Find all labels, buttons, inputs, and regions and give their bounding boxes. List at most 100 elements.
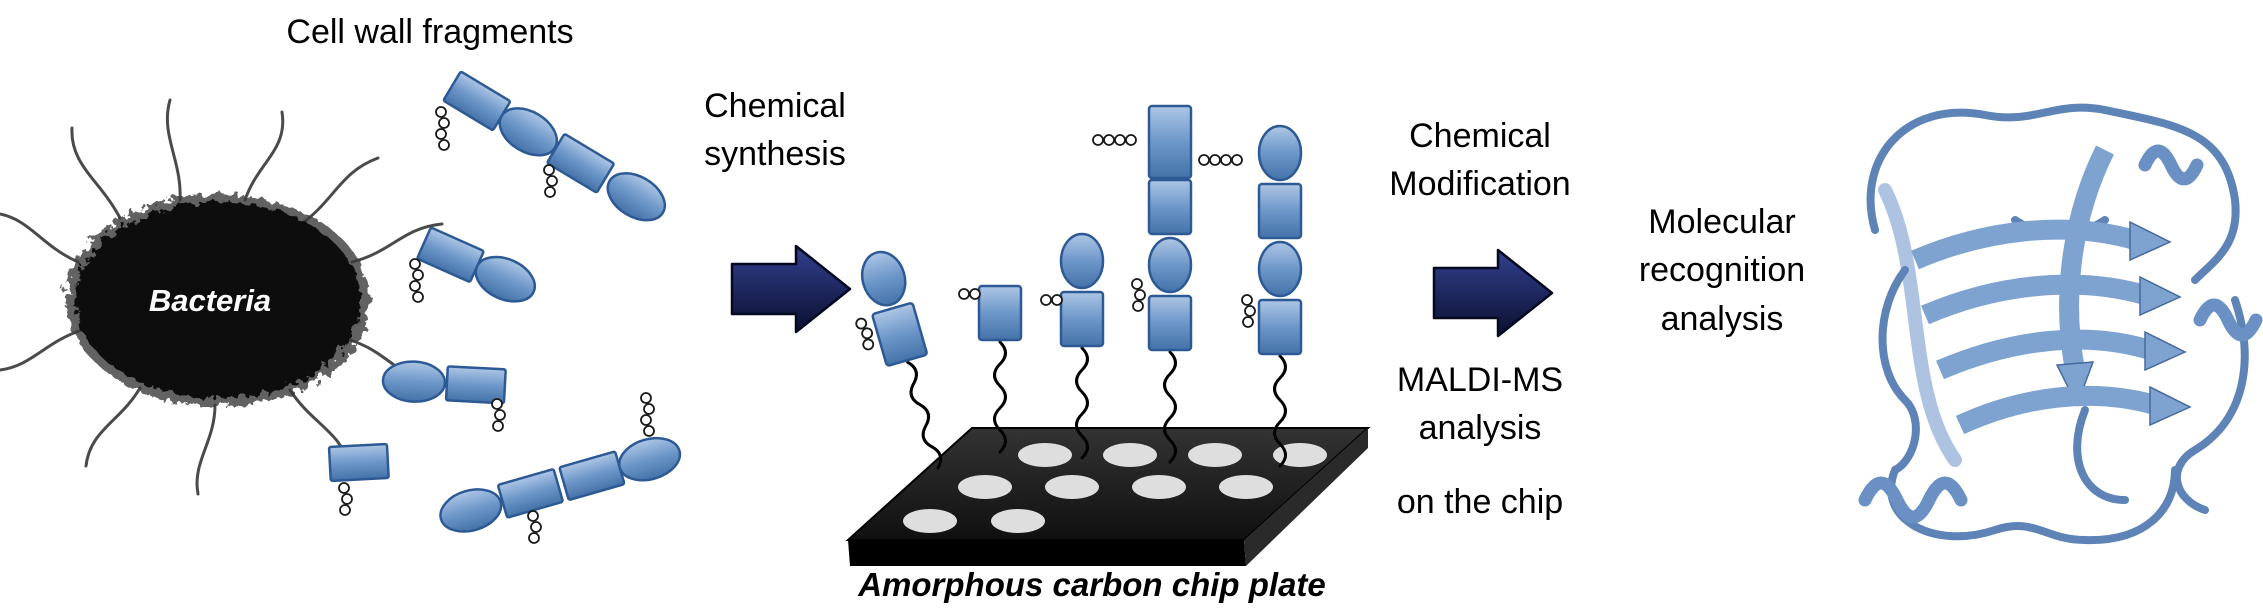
cell-wall-fragment: [442, 70, 667, 222]
flagellum: [0, 328, 84, 372]
chip-spot: [1103, 443, 1157, 467]
sugar-chain: [1092, 134, 1137, 146]
chip-spot: [1188, 443, 1242, 467]
chip-spot: [903, 509, 957, 533]
flagellum: [70, 126, 122, 220]
cell-wall-fragments-group: [327, 70, 682, 544]
sugar-unit-rect: [327, 442, 390, 483]
chip-spots: [903, 443, 1327, 533]
sugar-unit-rect: [1257, 182, 1303, 240]
sugar-unit-ellipse: [1147, 236, 1193, 294]
modification-arrow-icon: [1432, 248, 1554, 338]
flagellum: [350, 222, 444, 264]
alpha-helix: [2193, 298, 2263, 342]
bacteria-flagella: [0, 98, 444, 496]
sugar-unit-rect: [444, 365, 507, 405]
alpha-helix: [2138, 144, 2204, 186]
protein-loop: [2081, 466, 2179, 545]
immobilized-fragment-stack: [854, 245, 945, 472]
protein-loop: [1878, 183, 1962, 467]
on-the-chip-label: on the chip: [1396, 483, 1564, 521]
linker-squiggle: [900, 359, 945, 472]
chip-spot: [1045, 475, 1099, 499]
synthesis-arrow-icon: [730, 244, 852, 334]
sugar-chain: [1241, 294, 1256, 328]
molecular-recognition-label: Molecular recognition analysis: [1638, 203, 1806, 338]
sugar-unit-ellipse: [381, 360, 447, 403]
sugar-unit-rect: [977, 284, 1023, 342]
sugar-unit-rect: [497, 468, 564, 519]
cell-wall-fragment: [327, 442, 390, 483]
chip-plate-side: [1244, 428, 1368, 566]
chip-spot: [991, 509, 1045, 533]
protein-loop: [1866, 103, 2109, 234]
flagellum: [243, 110, 285, 202]
immobilized-fragment-stack: [1040, 232, 1105, 460]
protein-loop: [2173, 296, 2249, 514]
sugar-unit-rect: [546, 133, 615, 194]
sugar-unit-rect: [870, 301, 929, 368]
immobilized-fragment-stack: [1092, 104, 1193, 464]
sugar-chain: [338, 482, 353, 516]
cell-wall-fragment: [381, 360, 507, 405]
sugar-unit-ellipse: [439, 488, 503, 533]
beta-strand-arrowhead: [2139, 275, 2182, 317]
sugar-unit-ellipse: [854, 245, 913, 312]
sugar-unit-rect: [1059, 290, 1105, 348]
bacteria-body: [75, 202, 361, 398]
chip-spot: [958, 475, 1012, 499]
sugar-unit-rect: [1147, 178, 1193, 236]
sugar-unit-ellipse: [606, 172, 667, 222]
sugar-unit-ellipse: [474, 255, 537, 303]
chip-spot: [1132, 475, 1186, 499]
chip-plate-front: [848, 540, 1246, 566]
sugar-unit-ellipse: [1257, 124, 1303, 182]
cell-wall-fragments-label: Cell wall fragments: [286, 13, 574, 51]
sugar-unit-rect: [1257, 298, 1303, 356]
sugar-unit-rect: [1147, 104, 1193, 180]
chip-spot: [1018, 443, 1072, 467]
chemical-synthesis-label: Chemical synthesis: [704, 87, 846, 174]
sugar-chain: [1040, 294, 1063, 306]
sugar-chain: [1198, 154, 1243, 166]
sugar-chain: [409, 258, 424, 303]
chip-assembly: [845, 104, 1371, 566]
sugar-unit-rect: [416, 226, 485, 283]
cell-wall-fragment: [416, 226, 537, 303]
cell-wall-fragment: [439, 436, 682, 533]
beta-strand: [1911, 219, 2138, 270]
beta-strand-arrowhead: [2144, 330, 2187, 372]
maldi-ms-analysis-label: MALDI-MS analysis: [1396, 361, 1564, 448]
sugar-unit-ellipse: [618, 436, 682, 482]
protein-loop: [2073, 406, 2129, 504]
beta-strand-arrowhead: [2129, 220, 2172, 262]
sugar-unit-ellipse: [1257, 240, 1303, 298]
bacteria-illustration: [0, 98, 444, 496]
sugar-unit-rect: [558, 450, 626, 501]
alpha-helix: [1858, 476, 1968, 524]
protein-loop: [1878, 266, 1920, 474]
flagellum: [195, 403, 217, 496]
beta-strand-arrowhead: [2149, 385, 2192, 427]
flagellum: [0, 212, 80, 264]
bacteria-label: Bacteria: [148, 283, 272, 318]
beta-strand: [1936, 329, 2153, 380]
chip-plate-caption: Amorphous carbon chip plate: [858, 566, 1326, 603]
protein-loop: [2101, 106, 2240, 284]
flagellum: [165, 98, 182, 202]
sugar-chain: [543, 164, 558, 198]
chemical-modification-label: Chemical Modification: [1389, 117, 1571, 204]
sugar-unit-rect: [1147, 294, 1193, 352]
immobilized-fragment-stack: [1198, 124, 1303, 468]
sugar-unit-ellipse: [1059, 232, 1105, 290]
chip-spot: [1219, 475, 1273, 499]
beta-strand: [1921, 274, 2148, 325]
beta-strand-arrowhead: [2055, 361, 2095, 407]
beta-strand: [1955, 385, 2158, 435]
chip-spot: [1273, 443, 1327, 467]
protein-structure: [1858, 103, 2263, 545]
sugar-chain: [1131, 278, 1146, 312]
sugar-chain: [435, 106, 450, 151]
sugar-chain: [640, 392, 655, 437]
